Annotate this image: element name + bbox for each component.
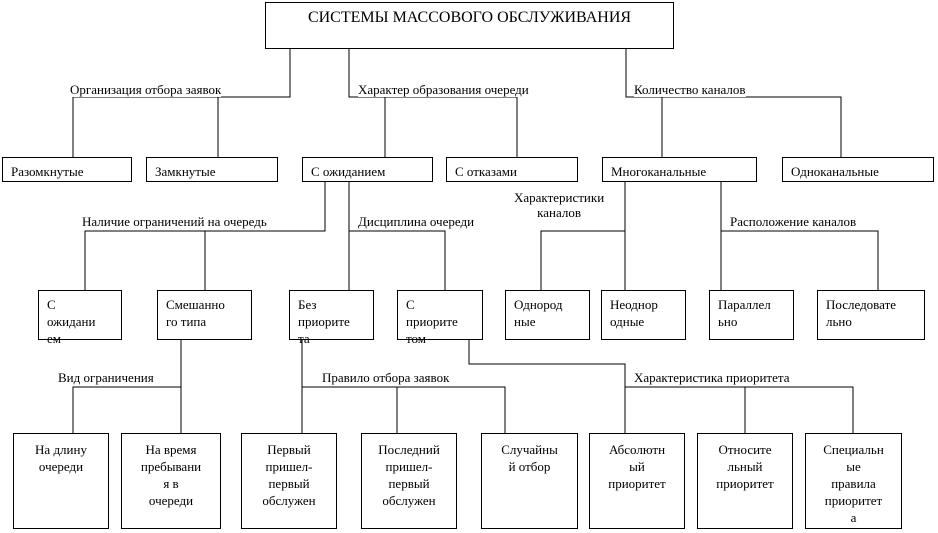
- label-channel-count: Количество каналов: [634, 82, 746, 97]
- node-absolute: Абсолютн ый приоритет: [589, 433, 685, 529]
- label-channel-arrangement: Расположение каналов: [730, 214, 857, 229]
- node-waiting: С ожиданием: [302, 157, 433, 182]
- node-with-waiting: С ожидани ем: [38, 290, 122, 346]
- connector-channel-arrangement: [720, 181, 879, 290]
- label-priority-characteristic: Характеристика приоритета: [634, 370, 790, 385]
- connector-queue-limits: [84, 181, 326, 290]
- connector-selection: [72, 48, 291, 157]
- node-sequential: Последовате льно: [817, 290, 925, 340]
- node-open: Разомкнутые: [2, 157, 132, 182]
- label-channel-characteristics: Характеристики каналов: [514, 190, 605, 220]
- diagram-title: СИСТЕМЫ МАССОВОГО ОБСЛУЖИВАНИЯ: [265, 2, 674, 49]
- node-no-priority: Без приорите та: [289, 290, 374, 346]
- node-priority: С приорите том: [397, 290, 483, 346]
- node-queue-length: На длину очереди: [13, 433, 109, 529]
- label-queue-formation: Характер образования очереди: [358, 82, 529, 97]
- node-homogeneous: Однород ные: [505, 290, 590, 340]
- node-relative: Относите льный приоритет: [697, 433, 793, 529]
- label-selection: Организация отбора заявок: [70, 82, 222, 97]
- node-stay-time: На время пребывани я в очереди: [121, 433, 221, 529]
- label-queue-limits: Наличие ограничений на очередь: [82, 214, 267, 229]
- node-fifo: Первый пришел- первый обслужен: [241, 433, 337, 529]
- node-singlechannel: Одноканальные: [782, 157, 934, 182]
- connector-queue-formation: [348, 48, 518, 157]
- node-refusals: С отказами: [446, 157, 578, 182]
- node-closed: Замкнутые: [146, 157, 278, 182]
- label-limit-type: Вид ограничения: [58, 370, 154, 385]
- connector-queue-discipline: [348, 181, 446, 290]
- connector-channel-characteristics: [540, 181, 626, 290]
- node-random: Случайны й отбор: [481, 433, 578, 529]
- label-queue-discipline: Дисциплина очереди: [358, 214, 475, 229]
- connector-priority-characteristic: [468, 339, 854, 433]
- diagram-title-text: СИСТЕМЫ МАССОВОГО ОБСЛУЖИВАНИЯ: [307, 9, 632, 26]
- node-mixed: Смешанно го типа: [157, 290, 252, 340]
- node-lifo: Последний пришел- первый обслужен: [361, 433, 457, 529]
- connector-channel-count: [625, 48, 842, 157]
- connector-limit-type: [72, 339, 182, 433]
- node-multichannel: Многоканальные: [602, 157, 757, 182]
- connector-selection-rule: [301, 339, 506, 433]
- label-selection-rule: Правило отбора заявок: [322, 370, 450, 385]
- node-special: Специальн ые правила приоритет а: [805, 433, 902, 529]
- node-heterogeneous: Неоднор одные: [601, 290, 686, 340]
- node-parallel: Параллел ьно: [709, 290, 794, 340]
